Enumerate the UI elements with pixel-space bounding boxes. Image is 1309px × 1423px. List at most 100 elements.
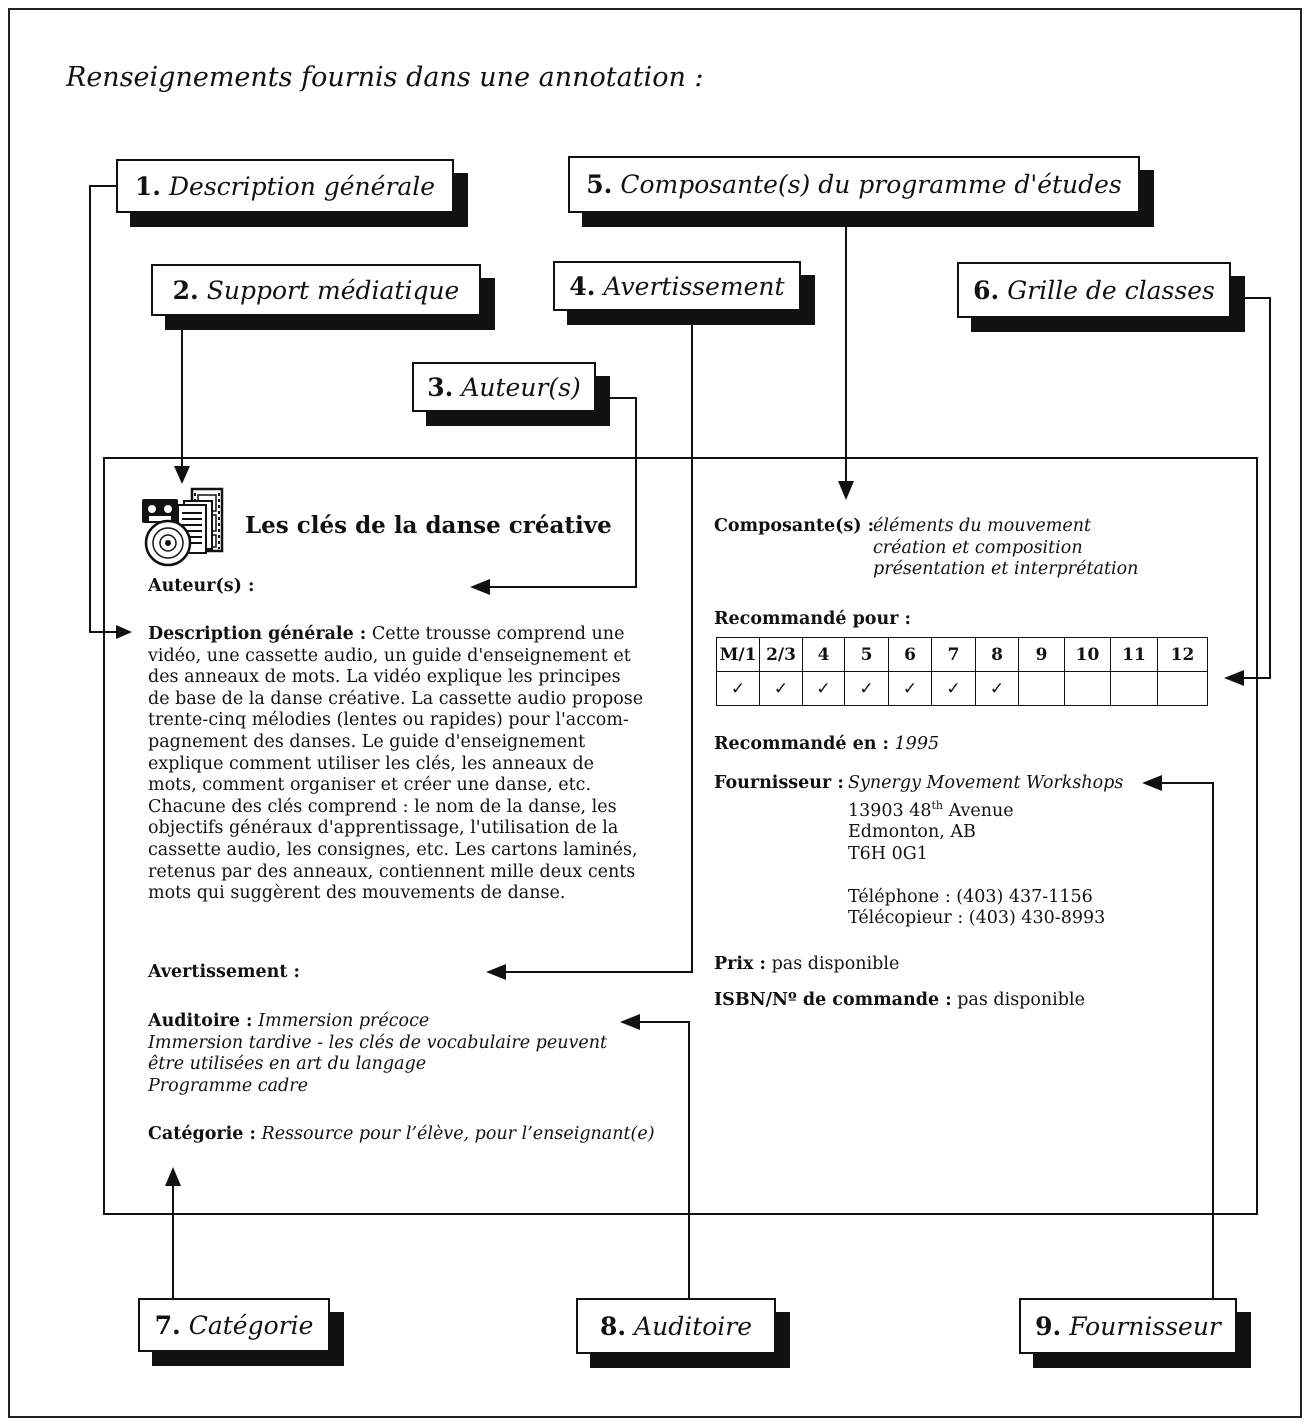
check-cell: ✓: [844, 671, 889, 706]
arrowhead: [174, 466, 190, 484]
description-line: Description générale : Cette trousse com…: [148, 624, 625, 644]
label-support-mediatique: 2.Support médiatique: [151, 264, 481, 316]
annotation-card: [103, 457, 1258, 1215]
grade-cell: 6: [888, 637, 932, 672]
description-line: vidéo, une cassette audio, un guide d'en…: [148, 645, 631, 666]
label-avertissement: 4.Avertissement: [553, 261, 801, 311]
grade-check-row: ✓ ✓ ✓ ✓ ✓ ✓ ✓: [716, 671, 1208, 706]
description-line: pagnement des danses. Le guide d'enseign…: [148, 731, 586, 752]
grade-grid: M/1 2/3 4 5 6 7 8 9 10 11 12 ✓ ✓ ✓ ✓ ✓ ✓…: [716, 637, 1208, 706]
disc-icon: [144, 519, 192, 567]
supplier-street: 13903 48th Avenue: [848, 798, 1014, 821]
isbn-label: ISBN/Nº de commande :: [714, 990, 952, 1010]
arrowhead: [470, 579, 490, 595]
arrowhead: [1142, 775, 1162, 791]
label-text: Fournisseur: [1069, 1311, 1221, 1341]
arrowhead: [486, 964, 506, 980]
connector-avertissement: [505, 311, 693, 973]
isbn-value: pas disponible: [951, 990, 1085, 1010]
label-number: 5.: [586, 170, 613, 199]
arrowhead: [116, 625, 132, 639]
label-number: 3.: [427, 372, 454, 402]
check-cell: ✓: [888, 671, 932, 706]
label-auteurs: 3.Auteur(s): [412, 362, 596, 412]
components-list: éléments du mouvement création et compos…: [873, 516, 1138, 581]
supplier-block: Synergy Movement Workshops 13903 48th Av…: [848, 773, 1123, 930]
price-label: Prix :: [714, 954, 767, 974]
author-label: Auteur(s) :: [148, 576, 255, 596]
description-line: explique comment utiliser les clés, les …: [148, 753, 595, 774]
label-fournisseur: 9.Fournisseur: [1019, 1298, 1237, 1354]
description-line: cassette audio, les consignes, etc. Les …: [148, 839, 638, 860]
audience-line: Auditoire : Immersion précoce: [148, 1011, 430, 1031]
description-line: objectifs généraux d'apprentissage, l'ut…: [148, 818, 619, 839]
component-item: présentation et interprétation: [873, 559, 1139, 580]
description-line: retenus par des anneaux, contiennent mil…: [148, 861, 636, 882]
resource-title: Les clés de la danse créative: [245, 512, 612, 539]
grade-cell: 4: [802, 637, 845, 672]
description-line: trente-cinq mélodies (lentes ou rapides)…: [148, 710, 629, 731]
arrowhead: [620, 1014, 640, 1030]
label-text: Composante(s) du programme d'études: [620, 170, 1122, 199]
grade-cell: 9: [1018, 637, 1065, 672]
arrowhead: [1224, 670, 1244, 686]
supplier-city: Edmonton, AB: [848, 822, 976, 843]
page-frame: [8, 8, 1302, 1418]
label-text: Support médiatique: [206, 275, 460, 305]
recommended-for-label: Recommandé pour :: [714, 609, 911, 629]
connector-description: [89, 185, 118, 633]
audience-line: être utilisées en art du langage: [148, 1054, 427, 1075]
label-grille-de-classes: 6.Grille de classes: [957, 262, 1231, 318]
label-text: Grille de classes: [1007, 275, 1215, 305]
recommended-in-field: Recommandé en : 1995: [714, 734, 939, 756]
arrowhead: [838, 481, 854, 500]
check-cell: ✓: [716, 671, 760, 706]
description-line: de base de la danse créative. La cassett…: [148, 688, 644, 709]
label-text: Auteur(s): [461, 372, 581, 402]
connector-grille: [1242, 297, 1271, 679]
component-item: éléments du mouvement: [873, 516, 1092, 536]
price-field: Prix : pas disponible: [714, 954, 899, 976]
grade-cell: 5: [844, 637, 889, 672]
component-item: création et composition: [873, 537, 1083, 558]
label-number: 1.: [134, 171, 161, 201]
description-line: des anneaux de mots. La vidéo explique l…: [148, 667, 621, 688]
audience-line: Programme cadre: [148, 1075, 308, 1096]
supplier-phone: Téléphone : (403) 437-1156: [848, 886, 1093, 907]
description-field: Description générale : Cette trousse com…: [148, 624, 643, 905]
check-cell: [1110, 671, 1158, 706]
components-label: Composante(s) :: [714, 516, 875, 536]
description-line: mots qui suggèrent des mouvements de dan…: [148, 883, 566, 904]
author-field: Auteur(s) :: [148, 576, 254, 598]
grade-cell: 10: [1064, 637, 1111, 672]
check-cell: [1064, 671, 1111, 706]
label-text: Auditoire: [634, 1311, 753, 1341]
supplier-fax: Télécopieur : (403) 430-8993: [848, 908, 1106, 929]
category-label: Catégorie :: [148, 1124, 256, 1144]
warning-field: Avertissement :: [148, 962, 300, 984]
cassette-icon: [142, 499, 178, 523]
description-line: Chacune des clés comprend : le nom de la…: [148, 796, 617, 817]
label-number: 2.: [172, 275, 199, 305]
check-cell: [1157, 671, 1208, 706]
label-composantes: 5.Composante(s) du programme d'études: [568, 156, 1140, 213]
check-cell: [1018, 671, 1065, 706]
label-description-generale: 1. Description générale: [116, 159, 454, 213]
label-number: 7.: [154, 1310, 181, 1340]
label-text: Description générale: [169, 171, 436, 201]
label-auditoire: 8.Auditoire: [576, 1298, 776, 1354]
description-label: Description générale :: [148, 624, 367, 644]
supplier-postal: T6H 0G1: [848, 843, 928, 864]
connector-auteurs: [488, 397, 637, 588]
category-field: Catégorie : Ressource pour l’élève, pour…: [148, 1124, 655, 1146]
supplier-label: Fournisseur :: [714, 773, 844, 793]
label-text: Avertissement: [603, 271, 785, 301]
media-icon: [142, 487, 224, 567]
check-cell: ✓: [759, 671, 803, 706]
price-value: pas disponible: [766, 954, 900, 974]
supplier-name: Synergy Movement Workshops: [848, 773, 1124, 793]
grade-cell: 12: [1157, 637, 1208, 672]
category-value: Ressource pour l’élève, pour l’enseignan…: [255, 1124, 655, 1144]
label-number: 6.: [973, 275, 1000, 305]
